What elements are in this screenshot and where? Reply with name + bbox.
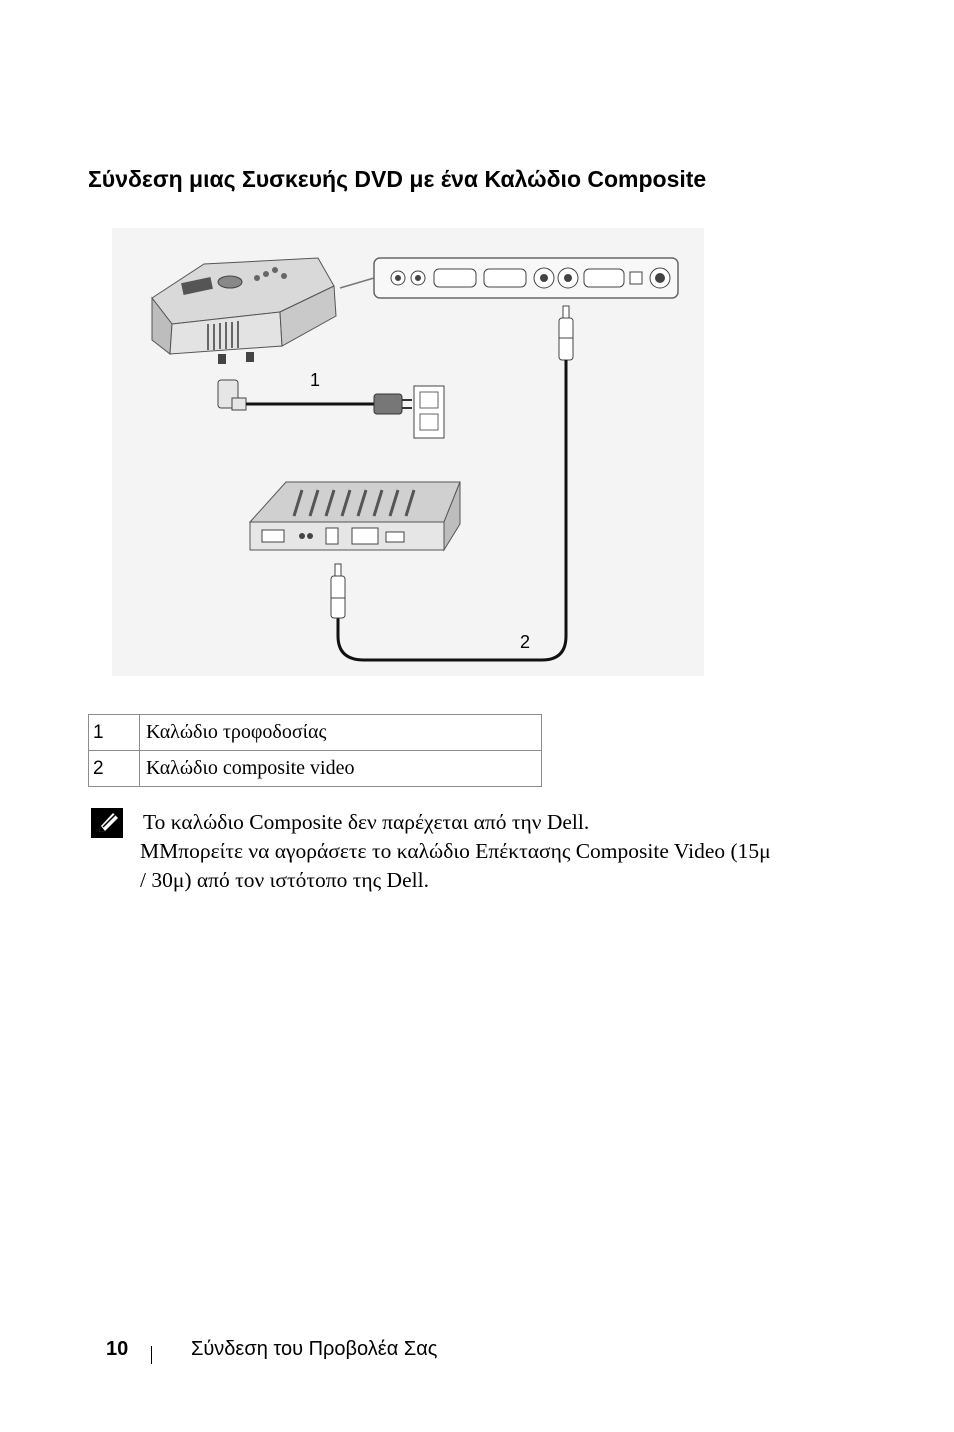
callout-2: 2 — [520, 632, 530, 652]
note-line: ΜΜπορείτε να αγοράσετε το καλώδιο Επέκτα… — [140, 839, 771, 863]
legend-table: 1 Καλώδιο τροφοδοσίας 2 Καλώδιο composit… — [88, 714, 542, 787]
connection-diagram: 1 2 — [112, 228, 704, 676]
connector-panel — [339, 257, 679, 299]
footer-section-title: Σύνδεση του Προβολέα Σας — [191, 1338, 438, 1360]
legend-description: Καλώδιο τροφοδοσίας — [139, 714, 542, 751]
legend-description: Καλώδιο composite video — [139, 750, 542, 787]
callout-1: 1 — [310, 370, 320, 390]
section-heading: Σύνδεση μιας Συσκευής DVD με ένα Καλώδιο… — [88, 166, 707, 192]
note-line: Το καλώδιο Composite δεν παρέχεται από τ… — [143, 810, 590, 834]
footer-divider — [151, 1346, 152, 1364]
note-line: / 30μ) από τον ιστότοπο της Dell. — [140, 868, 429, 892]
legend-row: 1 Καλώδιο τροφοδοσίας — [88, 714, 542, 751]
projector-illustration — [151, 257, 337, 364]
power-cable — [217, 379, 445, 439]
dvd-player-illustration — [248, 481, 461, 552]
legend-number: 2 — [88, 750, 140, 787]
page-number: 10 — [106, 1338, 129, 1360]
note-text: Το καλώδιο Composite δεν παρέχεται από τ… — [140, 808, 840, 895]
legend-number: 1 — [88, 714, 140, 751]
legend-row: 2 Καλώδιο composite video — [88, 750, 542, 787]
note-pencil-icon — [91, 808, 123, 838]
composite-cable — [330, 305, 574, 662]
